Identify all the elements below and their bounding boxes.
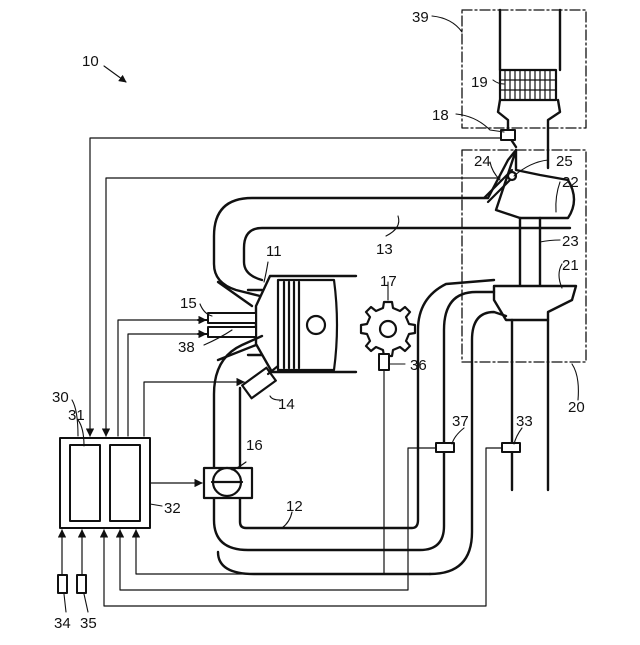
label-fuel-injector: 14: [278, 396, 295, 413]
label-air-cleaner: 19: [471, 74, 488, 91]
label-exhaust-valve-actuator: 38: [178, 339, 195, 356]
label-ecu: 30: [52, 389, 69, 406]
label-crank-gear: 17: [380, 273, 397, 290]
label-airflow-sensor: 18: [432, 107, 449, 124]
exhaust-sensor-a: [502, 443, 520, 452]
air-cleaner: [500, 70, 556, 100]
label-bypass-valve: 24: [474, 153, 491, 170]
exhaust-outlet: [512, 320, 548, 490]
label-compressor: 22: [562, 174, 579, 191]
label-exhaust-sensor-b: 37: [452, 413, 469, 430]
label-throttle-valve: 16: [246, 437, 263, 454]
label-exhaust-sensor-a: 33: [516, 413, 533, 430]
label-turbine: 21: [562, 257, 579, 274]
label-ecu-cpu: 31: [68, 407, 85, 424]
label-intake-passage: 13: [376, 241, 393, 258]
label-ecu-memory: 32: [164, 500, 181, 517]
fuel-injector: [242, 366, 278, 398]
input-sensor-b: [77, 575, 86, 593]
label-intake-valve-actuator: 15: [180, 295, 197, 312]
crank-gear: [361, 302, 415, 356]
input-sensor-a: [58, 575, 67, 593]
label-exhaust-passage: 12: [286, 498, 303, 515]
label-bypass-pivot: 25: [556, 153, 573, 170]
label-intake-module: 39: [412, 9, 429, 26]
label-shaft: 23: [562, 233, 579, 250]
piston: [278, 280, 337, 370]
throttle-valve: [204, 468, 252, 498]
ecu: [60, 438, 150, 528]
label-cylinder: 11: [266, 243, 282, 260]
label-turbocharger: 20: [568, 399, 585, 416]
crank-sensor: [379, 354, 389, 370]
label-input-sensor-b: 35: [80, 615, 97, 632]
exhaust-sensor-b: [436, 443, 454, 452]
label-crank-sensor: 36: [410, 357, 427, 374]
turbo-shaft: [520, 228, 540, 286]
label-input-sensor-a: 34: [54, 615, 71, 632]
label-system: 10: [82, 53, 99, 70]
